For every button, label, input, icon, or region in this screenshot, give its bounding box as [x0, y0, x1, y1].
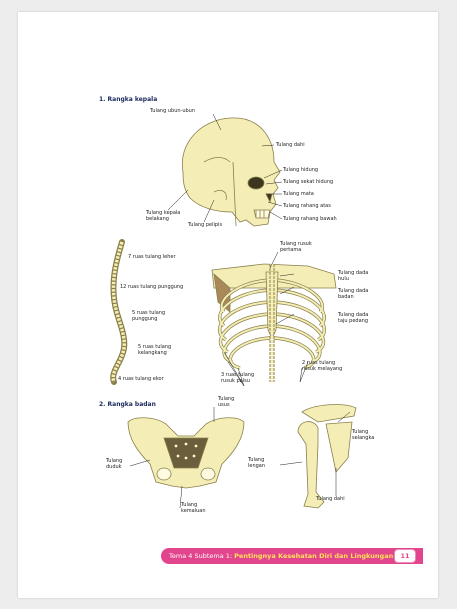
page-number-badge: 11: [394, 549, 416, 563]
label-ruas-kelangkang: 5 ruas tulang kelangkang: [138, 344, 171, 356]
label-duduk: Tulang duduk: [106, 458, 122, 470]
label-ruas-pinggang: 5 ruas tulang punggung: [132, 310, 165, 322]
label-rahang-atas: Tulang rahang atas: [283, 203, 331, 209]
label-lengan: Tulang lengan: [248, 457, 265, 469]
label-kemaluan: Tulang kemaluan: [181, 502, 206, 514]
footer-title: Pentingnya Kesehatan Diri dan Lingkungan: [234, 552, 393, 560]
label-rahang-bawah: Tulang rahang bawah: [283, 216, 337, 222]
label-rusuk-palsu: 3 ruas tulang rusuk palsu: [221, 372, 254, 384]
label-dahi: Tulang dahi: [276, 142, 305, 148]
footer-text: Tema 4 Subtema 1: Pentingnya Kesehatan D…: [169, 552, 393, 560]
label-mata: Tulang mata: [283, 191, 314, 197]
label-dada-hulu: Tulang dada hulu: [338, 270, 368, 282]
label-tulang-dahi-arm: Tulang dahi: [316, 496, 345, 502]
label-kepala-belakang: Tulang kepala belakang: [146, 210, 180, 222]
arm-shoulder-illustration: [298, 405, 356, 508]
label-rusuk-melayang: 2 ruas tulang rusuk melayang: [302, 360, 342, 372]
section-title-skull: 1. Rangka kepala: [99, 96, 157, 103]
skull-illustration: [182, 118, 280, 226]
label-ubun-ubun: Tulang ubun-ubun: [150, 108, 195, 114]
label-hidung: Tulang hidung: [283, 167, 318, 173]
footer-prefix: Tema 4 Subtema 1:: [169, 552, 234, 560]
label-pelipis: Tulang pelipis: [188, 222, 222, 228]
label-ruas-punggung: 12 ruas tulang punggung: [120, 284, 183, 290]
page-number: 11: [395, 552, 415, 560]
page-footer-banner: Tema 4 Subtema 1: Pentingnya Kesehatan D…: [161, 548, 423, 564]
section-title-body: 2. Rangka badan: [99, 401, 156, 408]
label-selangka: Tulang selangka: [352, 429, 374, 441]
label-taju-pedang: Tulang dada taju pedang: [338, 312, 368, 324]
label-dada-badan: Tulang dada badan: [338, 288, 368, 300]
label-sekat-hidung: Tulang sekat hidung: [283, 179, 333, 185]
book-page: 1. Rangka kepala 2. Rangka badan Tulang …: [18, 12, 438, 598]
spine-illustration: [113, 242, 124, 382]
label-usus: Tulang usus: [218, 396, 234, 408]
label-ruas-ekor: 4 ruas tulang ekor: [118, 376, 164, 382]
skeleton-illustrations: [18, 12, 438, 598]
label-ruas-leher: 7 ruas tulang leher: [128, 254, 176, 260]
pelvis-illustration: [128, 418, 244, 488]
label-rusuk-pertama: Tulang rusuk pertama: [280, 241, 312, 253]
